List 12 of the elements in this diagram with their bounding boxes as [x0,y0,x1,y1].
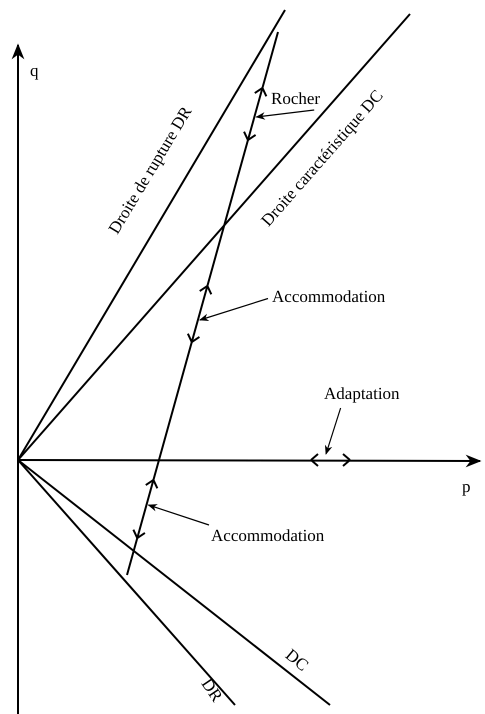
annotation-text: Accommodation [211,527,324,544]
annotation-text: Accommodation [272,288,386,305]
axis-label: q [30,62,38,79]
leader-arrow [148,504,210,526]
leader-arrow [324,408,342,455]
line-label: DC [282,646,312,674]
annotation-text: Adaptation [324,385,400,402]
line-label: DR [198,675,226,705]
leader-arrow [199,298,268,322]
axis-label: p [462,478,470,495]
annotation-text: Rocher [271,90,320,107]
leader-arrow [255,109,314,120]
